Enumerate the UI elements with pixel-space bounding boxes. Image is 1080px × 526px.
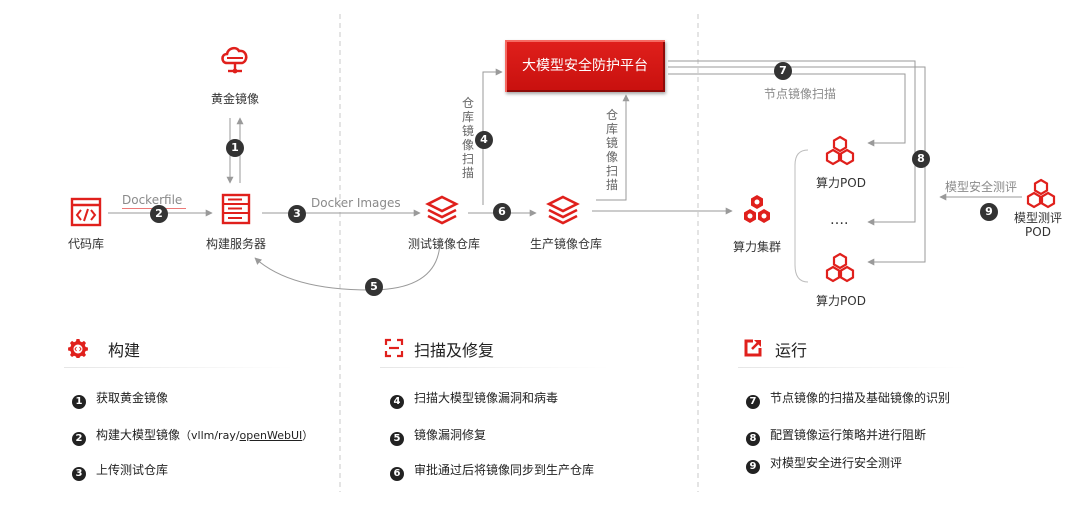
arrow-policy-1 — [668, 60, 916, 226]
prod-repo-label: 生产镜像仓库 — [529, 237, 603, 251]
step-number: 6 — [390, 467, 404, 481]
node-scan-label: 节点镜像扫描 — [764, 87, 837, 101]
step-extra-suffix: ） — [302, 429, 314, 442]
step-text: 扫描大模型镜像漏洞和病毒 — [414, 391, 559, 405]
code-window-icon — [70, 197, 102, 227]
layers-icon — [425, 195, 459, 225]
pod-icon — [825, 252, 855, 283]
build-section-title: 构建 — [108, 341, 141, 360]
step-number: 5 — [390, 432, 404, 446]
step-text: 对模型安全进行安全测评 — [770, 456, 903, 470]
step-text: 获取黄金镜像 — [96, 391, 169, 405]
golden-image-label: 黄金镜像 — [210, 92, 260, 106]
step-text: 审批通过后将镜像同步到生产仓库 — [414, 463, 595, 477]
marker-2: 2 — [150, 205, 168, 223]
eval-pod-label-line2: POD — [1025, 225, 1051, 239]
marker-9: 9 — [980, 203, 998, 221]
step-text: 上传测试仓库 — [96, 463, 169, 477]
marker-1: 1 — [226, 139, 244, 157]
repo-scan-label-test: 仓库镜像扫描 — [462, 96, 475, 180]
run-step-7: 7 节点镜像的扫描及基础镜像的识别 — [746, 389, 950, 409]
hexagon-cluster-icon — [744, 195, 770, 223]
step-number: 9 — [746, 460, 760, 474]
marker-5: 5 — [365, 278, 383, 296]
pod-ellipsis: …. — [830, 212, 849, 228]
scan-step-5: 5 镜像漏洞修复 — [390, 426, 486, 446]
build-step-2: 2 构建大模型镜像（vllm/ray/openWebUI） — [72, 426, 313, 446]
pod-icon — [825, 135, 855, 166]
eval-pod-label: 模型测评 POD — [1014, 211, 1062, 239]
step-text: 配置镜像运行策略并进行阻断 — [770, 428, 927, 442]
step-text: 构建大模型镜像 — [96, 428, 181, 442]
run-step-9: 9 对模型安全进行安全测评 — [746, 454, 902, 474]
pod-top-label: 算力POD — [816, 176, 866, 190]
scan-section-title: 扫描及修复 — [414, 341, 495, 360]
cluster-bracket — [794, 149, 809, 283]
pod-icon — [1026, 178, 1056, 209]
dockerfile-label: Dockerfile — [122, 193, 183, 207]
pod-bottom-label: 算力POD — [816, 294, 866, 308]
layers-icon — [546, 195, 580, 225]
arrow-scan-prod — [596, 94, 630, 201]
build-section-divider — [64, 367, 294, 368]
arrow-scan-test — [482, 68, 503, 205]
run-section-title: 运行 — [775, 341, 808, 360]
run-arrow-icon — [744, 339, 762, 357]
marker-4: 4 — [475, 131, 493, 149]
compute-cluster-label: 算力集群 — [732, 240, 782, 254]
eval-pod-label-line1: 模型测评 — [1013, 211, 1063, 225]
step-extra-prefix: （vllm/ray/ — [180, 429, 240, 442]
run-step-8: 8 配置镜像运行策略并进行阻断 — [746, 426, 926, 446]
scan-section-divider — [380, 367, 610, 368]
code-repo-label: 代码库 — [67, 237, 105, 251]
step-number: 4 — [390, 395, 404, 409]
step-number: 8 — [746, 432, 760, 446]
step-text: 镜像漏洞修复 — [414, 428, 487, 442]
marker-7: 7 — [774, 62, 792, 80]
step-extra-link: openWebUI — [239, 429, 303, 442]
step-number: 7 — [746, 395, 760, 409]
security-platform-box: 大模型安全防护平台 — [505, 40, 665, 92]
docker-images-label: Docker Images — [311, 196, 401, 210]
build-server-label: 构建服务器 — [205, 237, 267, 251]
step-number: 1 — [72, 395, 86, 409]
scan-step-6: 6 审批通过后将镜像同步到生产仓库 — [390, 461, 594, 481]
scan-bracket-icon — [384, 338, 404, 358]
build-step-3: 3 上传测试仓库 — [72, 461, 168, 481]
marker-3: 3 — [288, 205, 306, 223]
gear-code-icon — [68, 339, 88, 358]
build-step-1: 1 获取黄金镜像 — [72, 389, 168, 409]
cloud-icon — [221, 46, 248, 74]
repo-scan-label-prod: 仓库镜像扫描 — [606, 108, 619, 192]
test-repo-label: 测试镜像仓库 — [407, 237, 481, 251]
marker-6: 6 — [493, 203, 511, 221]
marker-8: 8 — [912, 150, 930, 168]
scan-step-4: 4 扫描大模型镜像漏洞和病毒 — [390, 389, 558, 409]
model-eval-label: 模型安全测评 — [945, 180, 1018, 194]
run-section-divider — [738, 367, 968, 368]
step-text: 节点镜像的扫描及基础镜像的识别 — [770, 391, 951, 405]
server-icon — [221, 193, 251, 225]
step-number: 2 — [72, 432, 86, 446]
step-number: 3 — [72, 467, 86, 481]
